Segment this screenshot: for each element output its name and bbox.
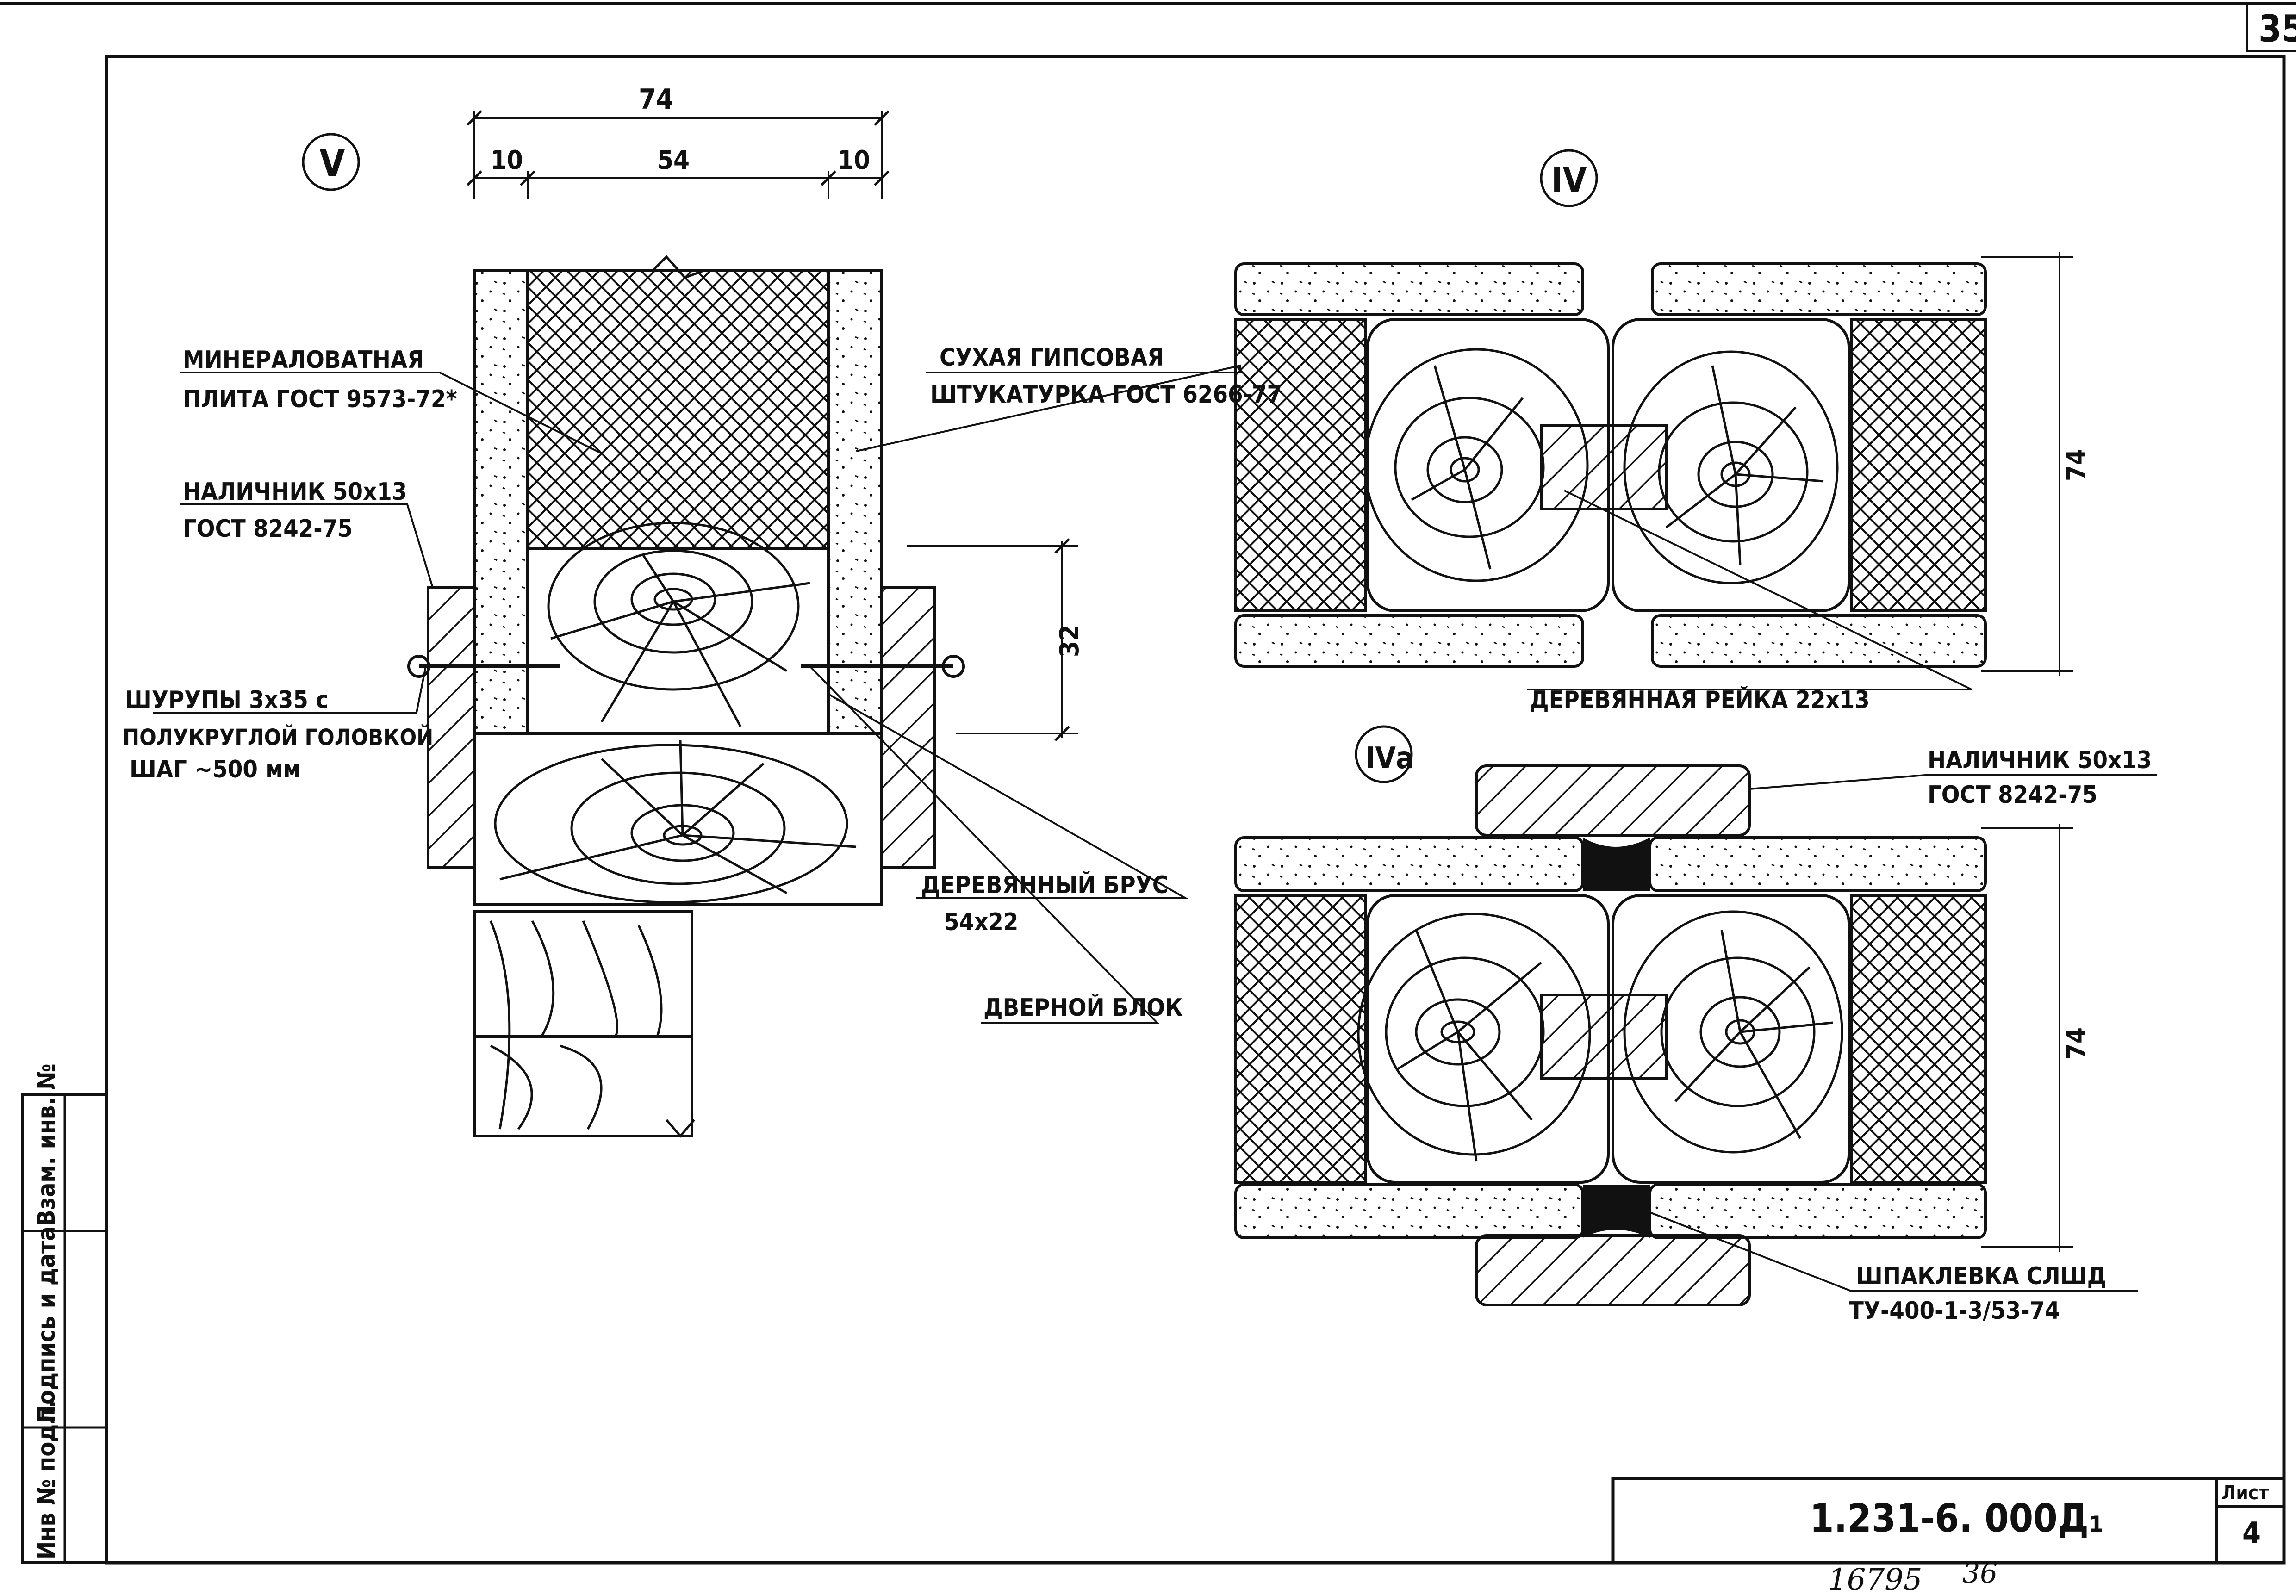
label-beam-1: ДЕРЕВЯННЫЙ БРУС xyxy=(921,871,1168,899)
view-iv: IV 74 ДЕРЕВЯННАЯ РЕЙКА 22х13 xyxy=(1234,149,2091,714)
iv-dim: 74 xyxy=(2061,449,2091,481)
iva-putty-bottom xyxy=(1583,1185,1650,1238)
iva-trim-bottom xyxy=(1475,1234,1751,1306)
dim-right: 10 xyxy=(838,145,870,175)
iva-plaster-bot-left xyxy=(1234,1183,1584,1239)
screws xyxy=(407,655,965,678)
label-door: ДВЕРНОЙ БЛОК xyxy=(983,994,1182,1022)
iva-trim-top xyxy=(1475,764,1751,837)
view-iv-marker: IV xyxy=(1551,161,1587,200)
corner-page-number: 35 xyxy=(2259,7,2296,50)
iva-wool-right xyxy=(1850,894,1987,1184)
iva-plaster-bot-right xyxy=(1649,1183,1987,1239)
iva-log-left xyxy=(1357,894,1610,1184)
iv-plaster-top-left xyxy=(1234,262,1584,316)
trim-right xyxy=(880,586,936,869)
iv-plaster-bot-right xyxy=(1651,614,1987,668)
dim-height: 32 xyxy=(1055,625,1085,657)
label-gypsum-2: ШТУКАТУРКА ГОСТ 6266-77 xyxy=(930,381,1282,409)
iva-label-putty-2: ТУ-400-1-3/53-74 xyxy=(1849,1297,2060,1325)
label-gypsum-1: СУХАЯ ГИПСОВАЯ xyxy=(940,344,1164,372)
label-screws-1: ШУРУПЫ 3х35 с xyxy=(125,686,329,714)
stamp-cell-3: Взам. инв. № xyxy=(33,1063,61,1226)
title-block: 1.231-6. 000Д₁ Лист 4 16795 36 xyxy=(1611,1477,2286,1596)
wooden-beam xyxy=(473,732,883,906)
iva-label-trim-1: НАЛИЧНИК 50х13 xyxy=(1928,746,2152,774)
iv-plaster-bot-left xyxy=(1234,614,1584,668)
handwritten-number-1: 16795 xyxy=(1828,1563,1923,1596)
door-block xyxy=(473,910,695,1138)
view-v-marker: V xyxy=(319,142,345,185)
label-mineral-2: ПЛИТА ГОСТ 9573-72* xyxy=(183,385,457,413)
iv-label-rail: ДЕРЕВЯННАЯ РЕЙКА 22х13 xyxy=(1530,686,1870,714)
drawing-designation: 1.231-6. 000Д₁ xyxy=(1810,1496,2104,1541)
side-stamp: Инв № подл. Подпись и дата Взам. инв. № xyxy=(21,1063,108,1564)
iva-putty-top xyxy=(1583,838,1650,891)
dim-total: 74 xyxy=(639,83,673,116)
stamp-cell-1: Инв № подл. xyxy=(33,1400,61,1559)
iva-rail xyxy=(1540,994,1668,1080)
sheet-header: Лист xyxy=(2221,1481,2269,1504)
view-iva: IVа 74 НАЛИЧНИК 50х13 xyxy=(1234,725,2157,1325)
label-screws-3: ШАГ ~500 мм xyxy=(130,756,301,783)
mineral-wool xyxy=(526,269,830,550)
label-screws-2: ПОЛУКРУГЛОЙ ГОЛОВКОЙ xyxy=(123,724,433,751)
iva-dim: 74 xyxy=(2061,1027,2091,1060)
sheet-number: 4 xyxy=(2242,1516,2261,1551)
dim-middle: 54 xyxy=(657,145,690,175)
sheet-frame: 35 xyxy=(0,2,2296,1565)
iv-rail xyxy=(1540,424,1668,510)
dim-left: 10 xyxy=(491,145,523,175)
iva-label-trim-2: ГОСТ 8242-75 xyxy=(1928,781,2097,809)
iv-wool-left xyxy=(1234,318,1367,612)
label-beam-2: 54х22 xyxy=(944,908,1018,936)
door-frame-log xyxy=(526,522,830,735)
iva-log-right xyxy=(1612,894,1850,1184)
iv-log-right xyxy=(1612,318,1850,612)
iva-plaster-top-right xyxy=(1649,836,1987,892)
iv-plaster-top-right xyxy=(1651,262,1987,316)
trim-left xyxy=(427,586,476,869)
iva-wool-left xyxy=(1234,894,1367,1184)
iva-plaster-top-left xyxy=(1234,836,1584,892)
view-v-dimensions: 74 10 54 10 32 xyxy=(467,83,1085,741)
label-mineral-1: МИНЕРАЛОВАТНАЯ xyxy=(183,346,424,374)
handwritten-number-2: 36 xyxy=(1962,1557,1997,1590)
label-trim-1: НАЛИЧНИК 50х13 xyxy=(183,478,407,506)
view-v-labels: МИНЕРАЛОВАТНАЯ ПЛИТА ГОСТ 9573-72* СУХАЯ… xyxy=(123,344,1282,1024)
label-trim-2: ГОСТ 8242-75 xyxy=(183,515,353,543)
iva-label-putty-1: ШПАКЛЕВКА СЛШД xyxy=(1856,1262,2106,1290)
stamp-cell-2: Подпись и дата xyxy=(33,1226,61,1423)
iv-wool-right xyxy=(1850,318,1987,612)
view-iva-marker: IVа xyxy=(1365,741,1414,776)
view-v: V 74 10 54 10 32 xyxy=(123,83,1282,1138)
